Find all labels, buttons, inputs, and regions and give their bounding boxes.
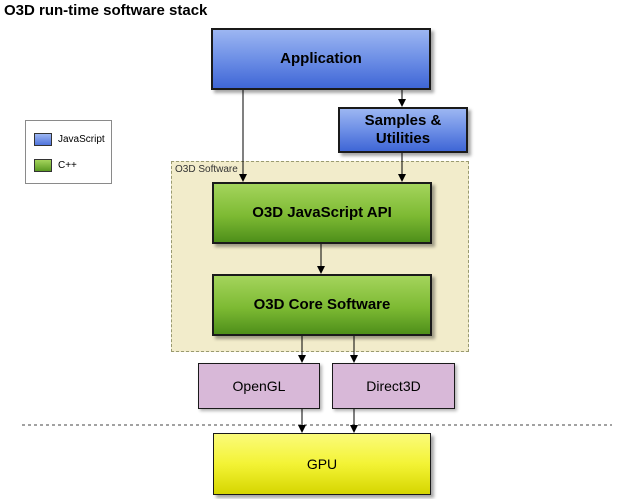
legend-swatch-javascript [34, 132, 52, 146]
gpu-label: GPU [306, 455, 338, 472]
legend-item-javascript: JavaScript [34, 132, 105, 146]
page-title: O3D run-time software stack [4, 2, 208, 19]
o3d-software-group-label: O3D Software [175, 164, 238, 175]
o3d-javascript-api-box: O3D JavaScript API [212, 182, 432, 244]
legend-item-cpp: C++ [34, 158, 77, 172]
o3d-javascript-api-label: O3D JavaScript API [252, 204, 392, 221]
application-label: Application [280, 50, 362, 67]
legend-label-javascript: JavaScript [58, 133, 105, 145]
legend-swatch-cpp [34, 158, 52, 172]
direct3d-box: Direct3D [332, 363, 455, 409]
o3d-core-software-label: O3D Core Software [253, 296, 391, 313]
opengl-label: OpenGL [232, 377, 286, 394]
o3d-core-software-box: O3D Core Software [212, 274, 432, 336]
direct3d-label: Direct3D [366, 377, 421, 394]
samples-utilities-label: Samples & Utilities [364, 112, 442, 147]
gpu-box: GPU [213, 433, 431, 495]
opengl-box: OpenGL [198, 363, 320, 409]
application-box: Application [211, 28, 431, 90]
samples-utilities-box: Samples & Utilities [338, 107, 468, 153]
legend-label-cpp: C++ [58, 159, 77, 171]
legend: JavaScript C++ [25, 120, 112, 184]
